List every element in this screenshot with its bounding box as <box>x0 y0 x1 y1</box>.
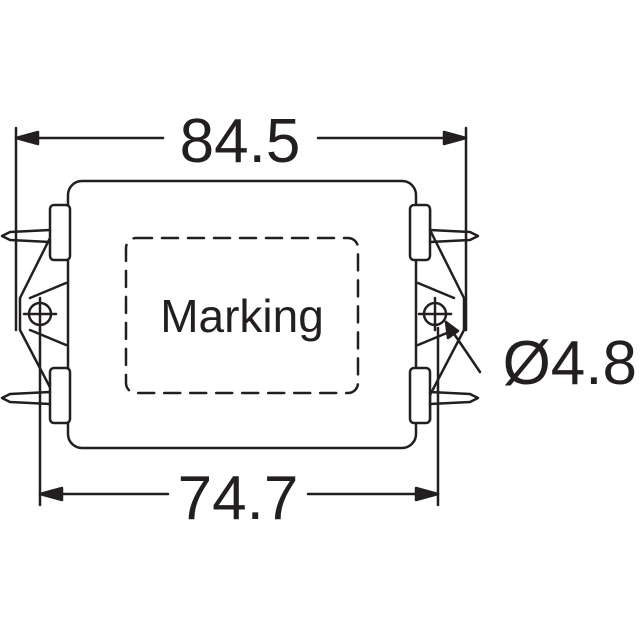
filter-body <box>66 179 418 450</box>
dimension-overall-width: 84.5 <box>180 107 301 176</box>
terminal-pin-left-top <box>0 228 52 244</box>
terminal-pin-right-top <box>428 228 480 244</box>
terminal-block-right-bottom <box>408 366 432 425</box>
arrowhead-bottom-left <box>38 486 64 502</box>
terminal-pin-left-bottom <box>0 390 52 406</box>
marking-area <box>124 236 360 395</box>
dimension-hole-diameter: Ø4.8 <box>503 329 637 398</box>
flange-inner-left-bottom <box>28 328 68 347</box>
terminal-block-right-top <box>408 203 432 262</box>
flange-inner-left-top <box>28 281 68 300</box>
terminal-pin-right-bottom <box>428 390 480 406</box>
hole-leader-arrowhead <box>444 320 460 340</box>
flange-inner-right-top <box>416 281 456 300</box>
arrowhead-top-left <box>14 130 40 146</box>
terminal-block-left-bottom <box>48 366 72 425</box>
marking-label: Marking <box>160 290 324 342</box>
arrowhead-bottom-right <box>414 486 440 502</box>
arrowhead-top-right <box>442 130 468 146</box>
terminal-block-left-top <box>48 203 72 262</box>
dimension-mounting-pitch: 74.7 <box>178 464 299 533</box>
